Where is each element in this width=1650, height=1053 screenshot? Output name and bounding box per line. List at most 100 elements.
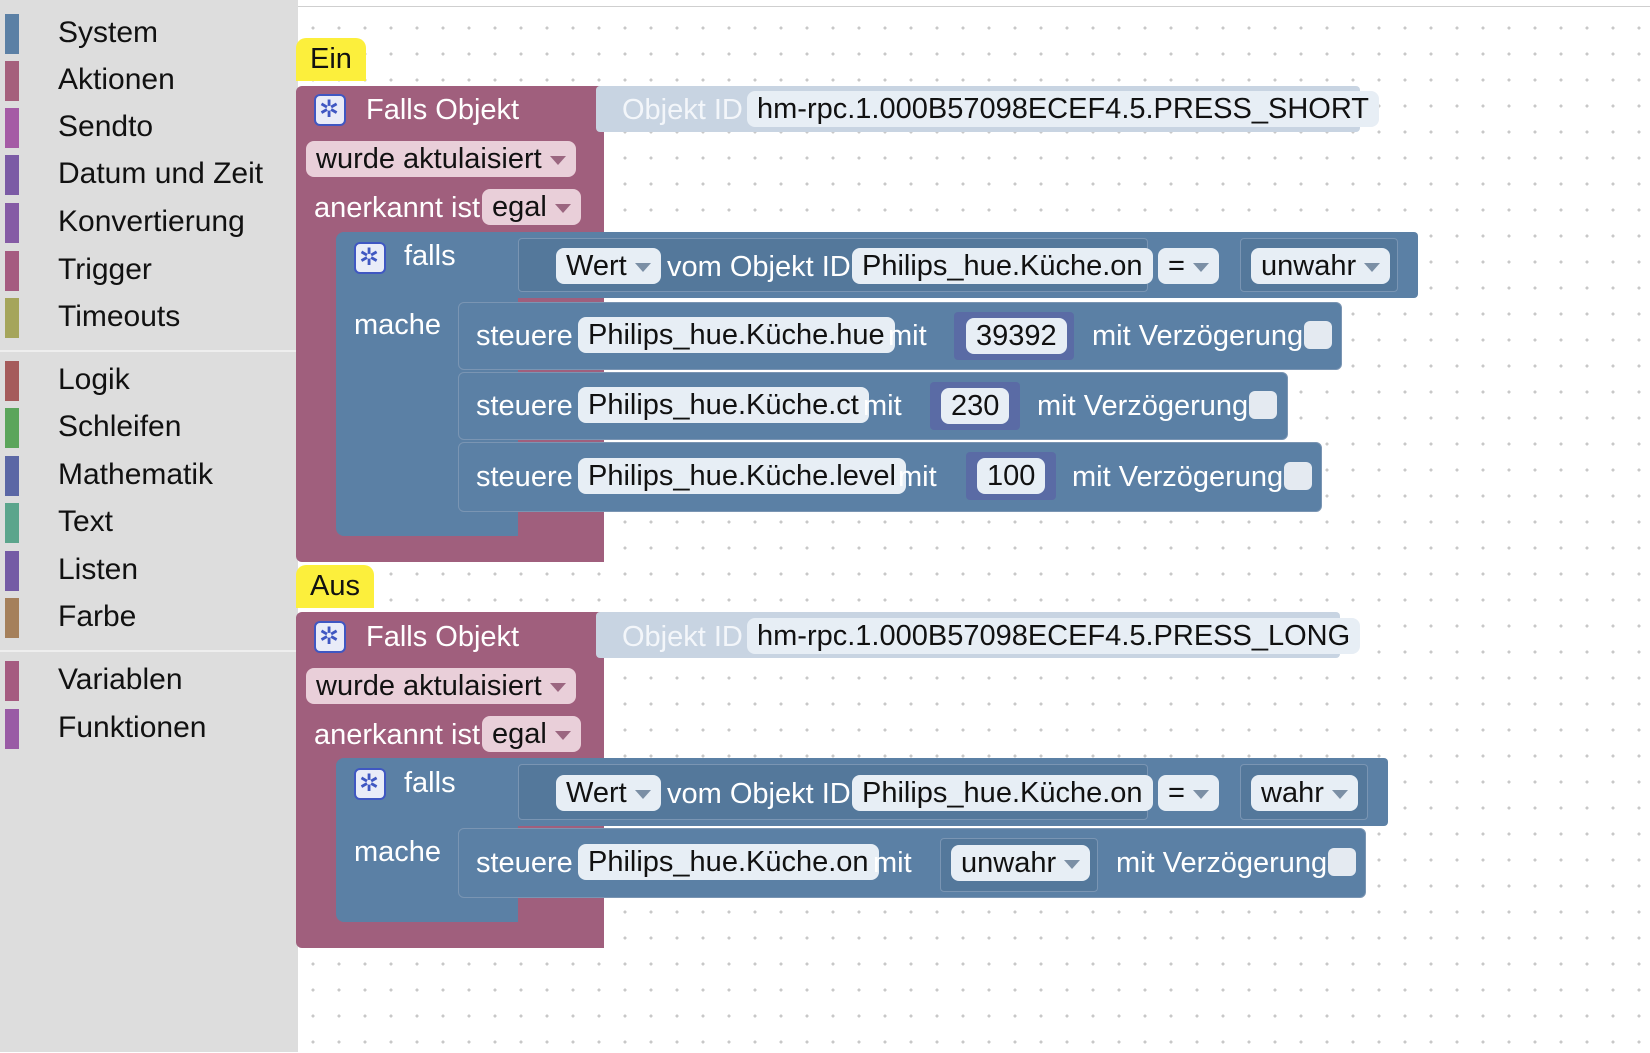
comment-note-aus[interactable]: Aus: [296, 565, 374, 608]
control-object-field[interactable]: Philips_hue.Küche.level: [578, 458, 906, 494]
number-field[interactable]: 100: [977, 458, 1046, 494]
sidebar-divider: [0, 350, 298, 352]
delay-checkbox[interactable]: [1284, 462, 1312, 490]
category-label: Timeouts: [58, 300, 181, 333]
category-label: Sendto: [58, 110, 154, 143]
category-color-swatch: [5, 61, 19, 101]
value-type-dropdown[interactable]: Wert: [556, 775, 661, 811]
trigger-header-label: Falls Objekt: [366, 621, 520, 653]
delay-checkbox[interactable]: [1328, 848, 1356, 876]
boolean-dropdown[interactable]: wahr: [1251, 775, 1358, 811]
category-color-swatch: [5, 456, 19, 496]
category-color-swatch: [5, 155, 19, 195]
category-label: Konvertierung: [58, 205, 245, 238]
do-label: mache: [354, 836, 442, 868]
category-logik[interactable]: Logik: [0, 357, 298, 403]
if-label: falls: [404, 240, 456, 272]
trigger-header-label: Falls Objekt: [366, 94, 520, 126]
ack-dropdown[interactable]: egal: [482, 189, 581, 225]
category-color-swatch: [5, 361, 19, 401]
category-label: Schleifen: [58, 410, 182, 443]
category-sendto[interactable]: Sendto: [0, 104, 298, 150]
category-label: Logik: [58, 363, 130, 396]
toolbox-sidebar: System Aktionen Sendto Datum und Zeit Ko…: [0, 0, 298, 1052]
category-color-swatch: [5, 503, 19, 543]
operator-dropdown[interactable]: =: [1158, 248, 1219, 284]
object-id-label: Objekt ID: [622, 94, 743, 126]
condition-object-field[interactable]: Philips_hue.Küche.on: [852, 775, 1153, 811]
with-label: mit: [898, 461, 937, 493]
category-color-swatch: [5, 203, 19, 243]
value-type-dropdown[interactable]: Wert: [556, 248, 661, 284]
category-mathematik[interactable]: Mathematik: [0, 452, 298, 498]
category-label: System: [58, 16, 159, 49]
category-color-swatch: [5, 251, 19, 291]
category-schleifen[interactable]: Schleifen: [0, 404, 298, 450]
object-id-label: Objekt ID: [622, 621, 743, 653]
category-variablen[interactable]: Variablen: [0, 657, 298, 703]
category-trigger[interactable]: Trigger: [0, 247, 298, 293]
delay-label: mit Verzögerung: [1037, 390, 1249, 422]
category-label: Farbe: [58, 600, 137, 633]
delay-label: mit Verzögerung: [1116, 847, 1328, 879]
control-label: steuere: [476, 847, 573, 879]
category-konvertierung[interactable]: Konvertierung: [0, 199, 298, 245]
category-label: Funktionen: [58, 711, 207, 744]
category-color-swatch: [5, 551, 19, 591]
with-label: mit: [873, 847, 912, 879]
gear-icon[interactable]: [314, 94, 346, 126]
ack-label: anerkannt ist: [314, 719, 481, 751]
with-label: mit: [863, 390, 902, 422]
condition-from-label: vom Objekt ID: [667, 778, 851, 810]
category-timeouts[interactable]: Timeouts: [0, 294, 298, 340]
category-color-swatch: [5, 661, 19, 701]
condition-from-label: vom Objekt ID: [667, 251, 851, 283]
category-funktionen[interactable]: Funktionen: [0, 705, 298, 751]
delay-checkbox[interactable]: [1304, 321, 1332, 349]
category-datum-und-zeit[interactable]: Datum und Zeit: [0, 151, 298, 197]
gear-icon[interactable]: [354, 242, 386, 274]
category-color-swatch: [5, 108, 19, 148]
number-field[interactable]: 39392: [966, 318, 1067, 354]
gear-icon[interactable]: [314, 621, 346, 653]
operator-dropdown[interactable]: =: [1158, 775, 1219, 811]
category-label: Listen: [58, 553, 139, 586]
trigger-type-dropdown[interactable]: wurde aktulaisiert: [306, 141, 576, 177]
ack-dropdown[interactable]: egal: [482, 716, 581, 752]
category-listen[interactable]: Listen: [0, 547, 298, 593]
boolean-dropdown[interactable]: unwahr: [951, 845, 1091, 881]
control-object-field[interactable]: Philips_hue.Küche.ct: [578, 387, 869, 423]
object-id-field[interactable]: hm-rpc.1.000B57098ECEF4.5.PRESS_SHORT: [747, 91, 1379, 127]
category-color-swatch: [5, 709, 19, 749]
control-label: steuere: [476, 390, 573, 422]
control-object-field[interactable]: Philips_hue.Küche.on: [578, 844, 879, 880]
category-label: Datum und Zeit: [58, 157, 264, 190]
category-label: Trigger: [58, 253, 152, 286]
condition-object-field[interactable]: Philips_hue.Küche.on: [852, 248, 1153, 284]
category-color-swatch: [5, 408, 19, 448]
gear-icon[interactable]: [354, 768, 386, 800]
category-system[interactable]: System: [0, 10, 298, 56]
category-color-swatch: [5, 298, 19, 338]
category-label: Mathematik: [58, 458, 214, 491]
category-color-swatch: [5, 14, 19, 54]
with-label: mit: [888, 320, 927, 352]
category-label: Aktionen: [58, 63, 175, 96]
delay-checkbox[interactable]: [1249, 391, 1277, 419]
boolean-dropdown[interactable]: unwahr: [1251, 248, 1391, 284]
category-label: Text: [58, 505, 114, 538]
control-object-field[interactable]: Philips_hue.Küche.hue: [578, 317, 895, 353]
trigger-type-dropdown[interactable]: wurde aktulaisiert: [306, 668, 576, 704]
control-label: steuere: [476, 320, 573, 352]
category-text[interactable]: Text: [0, 499, 298, 545]
control-label: steuere: [476, 461, 573, 493]
delay-label: mit Verzögerung: [1092, 320, 1304, 352]
category-farbe[interactable]: Farbe: [0, 594, 298, 640]
category-aktionen[interactable]: Aktionen: [0, 57, 298, 103]
number-field[interactable]: 230: [941, 388, 1010, 424]
if-label: falls: [404, 767, 456, 799]
category-color-swatch: [5, 598, 19, 638]
delay-label: mit Verzögerung: [1072, 461, 1284, 493]
comment-note-ein[interactable]: Ein: [296, 38, 366, 81]
object-id-field[interactable]: hm-rpc.1.000B57098ECEF4.5.PRESS_LONG: [747, 618, 1361, 654]
